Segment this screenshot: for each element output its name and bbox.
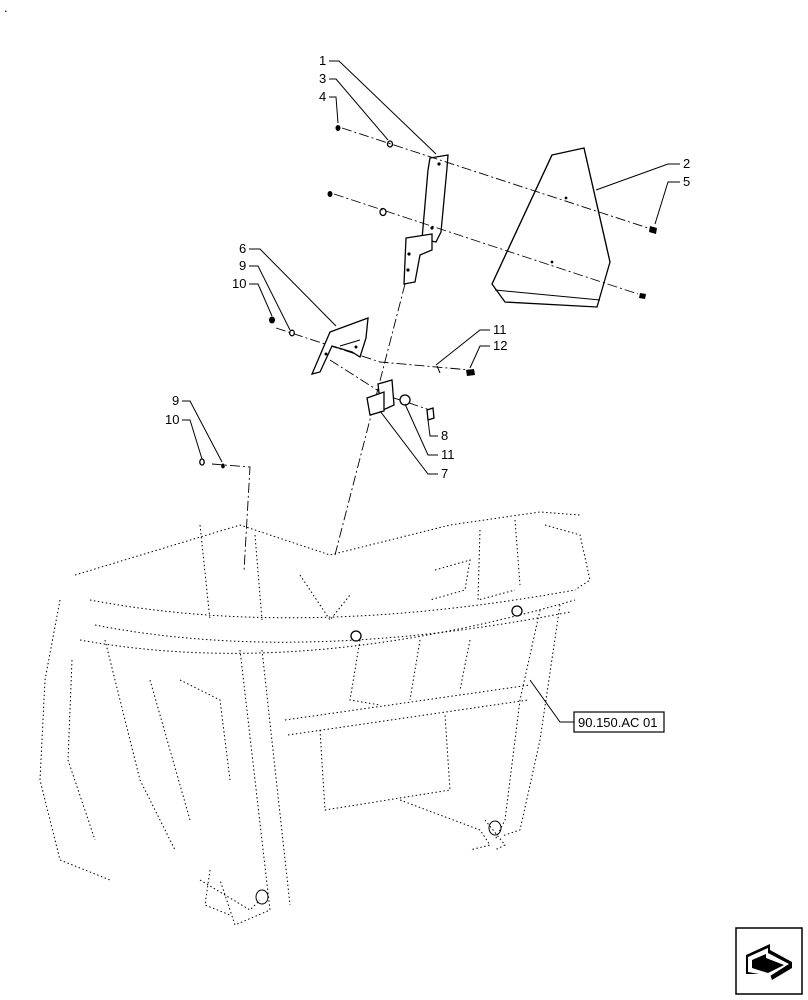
callout-3: 3 <box>319 71 326 86</box>
callout-8: 8 <box>441 428 448 443</box>
upper-bracket <box>403 154 449 285</box>
next-page-arrow-icon[interactable] <box>735 927 803 995</box>
callout-9-lower: 9 <box>172 393 179 408</box>
alignment-lines <box>211 127 649 572</box>
callout-10-upper: 10 <box>232 276 246 291</box>
callout-11-upper: 11 <box>493 322 507 337</box>
mid-bracket <box>269 316 369 375</box>
callout-10-lower: 10 <box>165 412 179 427</box>
reference-box[interactable]: 90.150.AC 01 <box>573 711 665 733</box>
callout-9-upper: 9 <box>239 258 246 273</box>
upper-hardware <box>327 125 657 299</box>
smv-emblem <box>491 147 611 308</box>
corner-mark: . <box>4 0 8 15</box>
callout-1: 1 <box>319 53 326 68</box>
callout-7: 7 <box>441 466 448 481</box>
reference-box-label: 90.150.AC 01 <box>578 715 658 730</box>
leader-lines <box>182 60 680 723</box>
tractor-frame <box>39 511 591 926</box>
callout-2: 2 <box>683 156 690 171</box>
callout-11-lower: 11 <box>441 447 455 462</box>
hinge-block <box>366 365 475 421</box>
callout-5: 5 <box>683 174 690 189</box>
callout-6: 6 <box>239 241 246 256</box>
callout-4: 4 <box>319 89 326 104</box>
callout-12: 12 <box>493 338 507 353</box>
